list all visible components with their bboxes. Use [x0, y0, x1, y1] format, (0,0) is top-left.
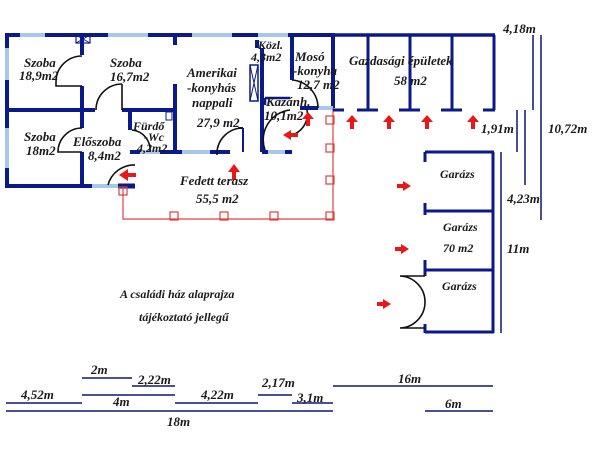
room-name: nappali [192, 95, 233, 110]
room-name: Szoba [24, 129, 56, 144]
room-name: Garázs [442, 279, 477, 293]
room-name: Szoba [110, 55, 142, 70]
dimension-label: 16m [398, 371, 421, 386]
dimension-label: 4,22m [200, 387, 234, 402]
arrow-up-icon [467, 115, 479, 129]
house-walls [5, 33, 335, 189]
room-name: Fedett terasz [179, 173, 249, 188]
dimension-label: 11m [507, 241, 529, 256]
door-nappali [216, 127, 244, 155]
room-name: Garázs [443, 220, 478, 234]
dimension-labels: 4,18m 10,72m 1,91m 4,23m 11m 2m 2,22m 4,… [20, 21, 587, 429]
dimension-label: 4m [112, 394, 130, 409]
room-name: -Wc [144, 130, 165, 144]
arrow-left-icon [119, 169, 136, 181]
room-name: Garázs [440, 167, 475, 181]
arrow-up-icon [346, 115, 358, 129]
room-area: 4,2m2 [136, 141, 167, 155]
dimension-label: 2,22m [137, 372, 171, 387]
caption-title: A családi ház alaprajza [119, 287, 234, 301]
room-name: Fürdő [132, 119, 165, 133]
room-area: 55,5 m2 [196, 191, 239, 206]
room-name: Előszoba [72, 134, 122, 149]
dimension-label: 10,72m [548, 121, 587, 136]
door-furdo [131, 129, 151, 153]
outbuildings-walls [333, 33, 496, 112]
dimension-label: 18m [167, 414, 190, 429]
room-area: 58 m2 [394, 73, 427, 88]
room-name: Gazdasági épületek [349, 53, 453, 68]
arrow-right-icon [377, 299, 391, 309]
room-name: -konyha [293, 63, 338, 78]
room-area: 4,3m2 [250, 50, 281, 64]
room-name: -konyhás [187, 80, 236, 95]
arrow-right-icon [397, 181, 411, 191]
caption: A családi ház alaprajza tájékoztató jell… [119, 287, 234, 324]
room-area: 8,4m2 [88, 148, 121, 163]
dimension-label: 3,1m [296, 390, 323, 405]
arrow-right-icon [395, 244, 409, 254]
arrow-up-icon [302, 112, 314, 126]
room-area: 12,7 m2 [297, 77, 340, 92]
room-name: Szoba [24, 55, 56, 70]
arrow-up-icon [421, 115, 433, 129]
room-area: 18m2 [26, 143, 56, 158]
door-szoba1 [55, 55, 83, 87]
door-szoba2 [95, 83, 123, 111]
dimension-lines [6, 35, 542, 412]
room-area: 70 m2 [443, 241, 473, 255]
doors [55, 55, 319, 186]
room-area: 16,7m2 [110, 69, 150, 84]
room-labels: Szoba 18,9m2 Szoba 16,7m2 Szoba 18m2 Elő… [19, 38, 478, 293]
room-name: Kazánh. [265, 94, 310, 109]
covered-terrace-outline [118, 108, 335, 221]
room-name: Amerikai [186, 65, 237, 80]
dimension-label: 2,17m [261, 375, 295, 390]
dimension-label: 1,91m [481, 121, 514, 136]
dimension-label: 4,52m [20, 387, 54, 402]
dimension-label: 2m [90, 362, 108, 377]
room-area: 27,9 m2 [196, 115, 240, 130]
door-kazan [262, 109, 291, 151]
dimension-label: 6m [445, 396, 462, 411]
arrow-up-icon [228, 164, 240, 180]
dimension-label: 4,18m [502, 21, 536, 36]
garage-walls [399, 150, 495, 334]
door-moso [291, 79, 319, 109]
arrow-left-icon [283, 130, 298, 140]
door-entrance [107, 164, 136, 186]
window-frame-markers [75, 34, 259, 121]
room-area: 10,1m2 [264, 108, 304, 123]
garage-double-door [399, 275, 426, 329]
room-name: Mosó [294, 49, 325, 64]
room-area: 18,9m2 [19, 68, 59, 83]
dimension-label: 4,23m [506, 191, 540, 206]
arrow-up-icon [383, 115, 395, 129]
room-name: Közl. [257, 38, 283, 52]
entry-arrows [119, 112, 479, 309]
door-szoba3 [57, 127, 83, 153]
caption-subtitle: tájékoztató jellegű [139, 310, 230, 324]
